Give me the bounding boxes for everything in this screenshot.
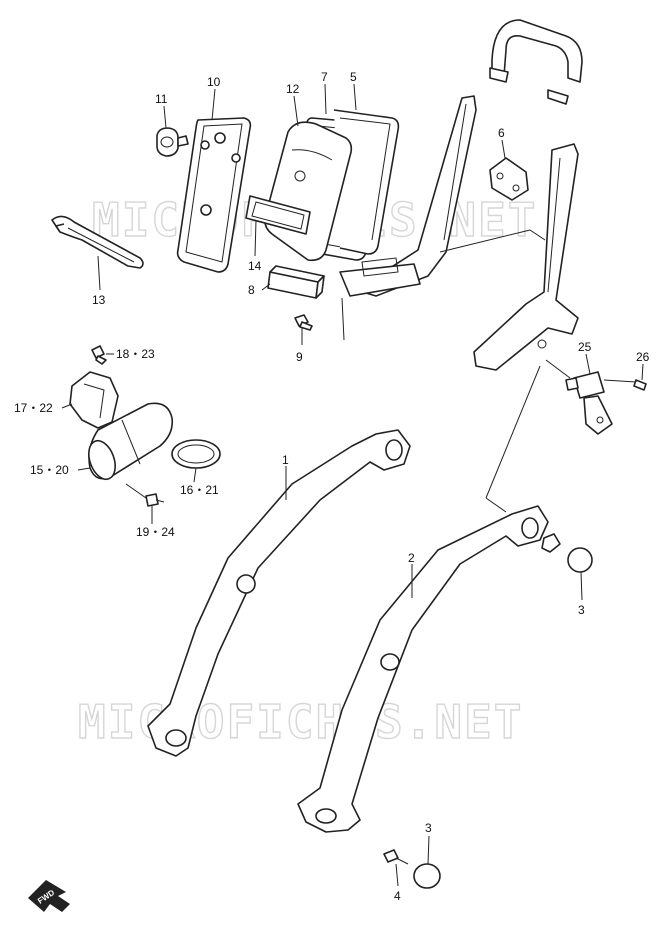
leader-lines xyxy=(61,83,644,887)
hinge xyxy=(565,371,613,435)
backrest-panel xyxy=(176,117,252,273)
cap-lower xyxy=(413,863,441,889)
callout-11: 11 xyxy=(155,92,168,106)
bolt-18-23 xyxy=(91,345,107,365)
callout-9: 9 xyxy=(296,350,303,364)
pin xyxy=(633,379,647,391)
callout-7: 7 xyxy=(321,70,328,84)
callout-19-24: 19・24 xyxy=(136,525,175,539)
support-arm-right xyxy=(297,505,549,833)
callout-3-lower: 3 xyxy=(425,821,432,835)
spring-clip xyxy=(51,215,144,269)
callout-12: 12 xyxy=(286,82,300,96)
ring xyxy=(171,439,221,469)
fwd-arrow-icon: FWD xyxy=(28,880,70,912)
small-bolt xyxy=(294,314,313,331)
callout-8: 8 xyxy=(248,283,255,297)
callout-17-22: 17・22 xyxy=(14,401,53,415)
callout-18-23: 18・23 xyxy=(116,347,155,361)
screw-19-24 xyxy=(145,493,165,507)
knob xyxy=(156,127,189,157)
rubber-block xyxy=(267,265,325,299)
callout-10: 10 xyxy=(207,75,221,89)
grab-handle xyxy=(489,19,583,105)
strap xyxy=(245,195,311,235)
bolt-4 xyxy=(383,849,409,865)
watermark-bottom: MICROFICHES.NET xyxy=(78,695,523,749)
upright-frame xyxy=(339,95,477,297)
callout-4: 4 xyxy=(394,889,401,903)
bracket-17-22 xyxy=(69,371,119,429)
light-housing xyxy=(88,402,174,481)
callout-2: 2 xyxy=(408,551,415,565)
callout-14: 14 xyxy=(248,259,262,273)
bracket-plate xyxy=(489,157,529,201)
callout-26: 26 xyxy=(636,350,650,364)
callout-5: 5 xyxy=(350,70,357,84)
callout-1: 1 xyxy=(282,453,289,467)
nut xyxy=(541,533,561,553)
callout-labels: 11 10 12 7 5 6 14 8 9 13 18・23 17・22 15・… xyxy=(14,70,650,903)
callout-3-upper: 3 xyxy=(578,603,585,617)
callout-16-21: 16・21 xyxy=(180,483,219,497)
callout-13: 13 xyxy=(92,293,106,307)
callout-25: 25 xyxy=(578,340,592,354)
callout-15-20: 15・20 xyxy=(30,463,69,477)
support-arm-left xyxy=(147,429,411,757)
sissy-bar xyxy=(473,143,579,371)
callout-6: 6 xyxy=(498,126,505,140)
cap-upper xyxy=(567,547,593,573)
